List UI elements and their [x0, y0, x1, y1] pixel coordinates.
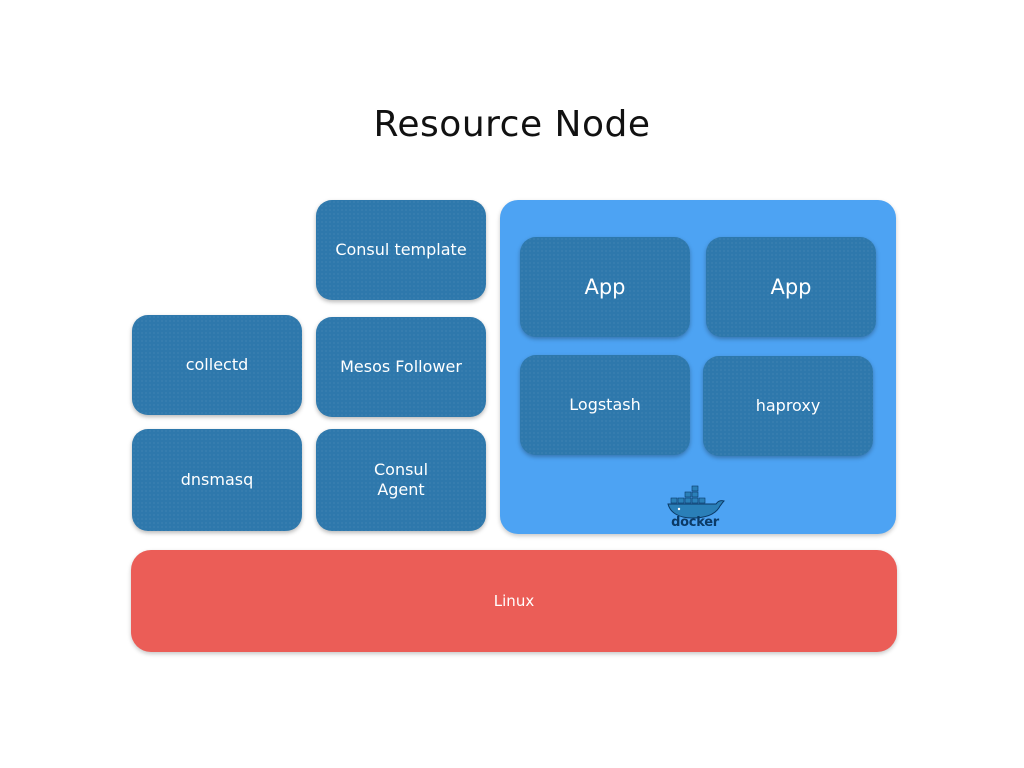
diagram-title: Resource Node — [373, 104, 651, 145]
linux-layer: Linux — [131, 550, 897, 652]
mesos-follower-box: Mesos Follower — [316, 317, 486, 417]
docker-logo-label: docker — [671, 515, 719, 530]
app-container-2: App — [706, 237, 876, 337]
logstash-container: Logstash — [520, 355, 690, 455]
consul-agent-box: Consul Agent — [316, 429, 486, 531]
consul-template-box: Consul template — [316, 200, 486, 300]
app-container-1: App — [520, 237, 690, 337]
collectd-box: collectd — [132, 315, 302, 415]
docker-whale-icon — [667, 485, 725, 519]
dnsmasq-box: dnsmasq — [132, 429, 302, 531]
haproxy-container: haproxy — [703, 356, 873, 456]
